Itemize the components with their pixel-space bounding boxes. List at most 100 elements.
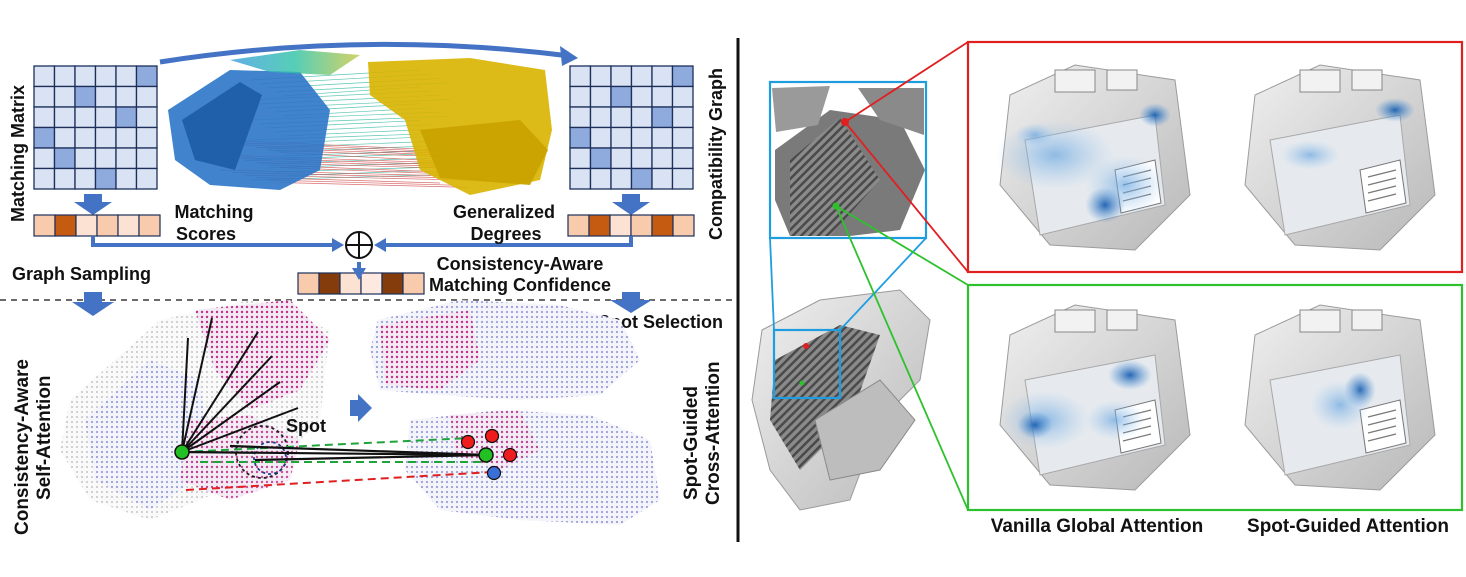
matrix-cell (135, 126, 158, 149)
scene-red-marker (803, 343, 809, 349)
matrix-cell (630, 147, 653, 170)
spot-selection-label: Spot Selection (598, 312, 723, 332)
cross-line-green-1 (181, 437, 471, 453)
matrix-cell (94, 167, 117, 190)
target-negative-point (486, 465, 502, 481)
self-attention-lines (181, 317, 299, 453)
red-pointer-line-1 (844, 41, 969, 123)
room-monitor (1106, 309, 1138, 331)
matrix-cell (569, 147, 592, 170)
matrix-cell (135, 85, 158, 108)
matrix-cell (115, 106, 138, 129)
bar-cell (75, 214, 98, 237)
room-render (999, 304, 1191, 491)
self-attention-edge (181, 407, 299, 453)
matrix-cell (630, 65, 653, 88)
matrix-cell (589, 85, 612, 108)
matrix-cell (589, 126, 612, 149)
cross-line-black-2 (229, 444, 489, 457)
matrix-cell (53, 147, 76, 170)
matrix-cell (589, 65, 612, 88)
generalized-degrees-label-1: Generalized (453, 202, 555, 222)
attention-heat (1375, 98, 1415, 122)
outlier-line (279, 182, 469, 188)
matrix-cell (135, 147, 158, 170)
matching-matrix-left (33, 65, 158, 190)
self-to-cross-arrow (350, 394, 372, 422)
matrix-cell (94, 126, 117, 149)
matrix-cell (569, 85, 592, 108)
bar-cell (402, 272, 425, 295)
correspondence-point-clouds (168, 50, 552, 195)
matrix-cell (569, 106, 592, 129)
paper-line (1367, 177, 1397, 186)
matrix-cell (630, 167, 653, 190)
attention-room-renders (995, 64, 1436, 491)
down-arrow-right (612, 194, 650, 215)
matrix-cell (589, 167, 612, 190)
fusion-arrow-left-head (332, 238, 344, 252)
room-monitor (1054, 69, 1096, 93)
target-anchor-point (478, 447, 494, 463)
self-attention-edge (181, 317, 213, 453)
matching-matrix-label: Matching Matrix (8, 85, 28, 222)
self-attention-edge (181, 337, 189, 453)
matrix-cell (94, 147, 117, 170)
matrix-cell (651, 85, 674, 108)
matrix-cell (33, 167, 56, 190)
target-spot-point-3 (502, 447, 518, 463)
bar-cell (567, 214, 590, 237)
generalized-degrees-bar (567, 214, 695, 237)
compatibility-graph-label: Compatibility Graph (706, 68, 726, 240)
paper-line (1367, 417, 1397, 426)
bar-cell (54, 214, 77, 237)
attention-heat (1085, 187, 1125, 223)
matrix-cell (94, 85, 117, 108)
bar-cell (588, 214, 611, 237)
attention-heat (1017, 411, 1053, 439)
graph-sampling-arrow (72, 292, 114, 316)
graph-sampling-label: Graph Sampling (12, 264, 151, 284)
room-paper (1359, 159, 1407, 214)
room-monitor (1351, 309, 1383, 331)
matrix-cell (630, 106, 653, 129)
matrix-cell (630, 85, 653, 108)
compatibility-matrix-right (569, 65, 694, 190)
target-spot-point-1 (460, 434, 476, 450)
bar-cell (360, 272, 383, 295)
green-pointer-line-2 (835, 205, 969, 511)
paper-line (1367, 433, 1397, 442)
matrix-cell (115, 65, 138, 88)
matrix-cell (651, 106, 674, 129)
matrix-cell (115, 85, 138, 108)
self-attention-edge (181, 355, 273, 453)
consistency-confidence-label-2: Matching Confidence (429, 275, 611, 295)
matrix-cell (94, 65, 117, 88)
matrix-cell (74, 126, 97, 149)
zoom-connector-1 (769, 237, 775, 331)
scene-green-marker (799, 380, 805, 386)
self-attention-label-2: Self-Attention (34, 375, 55, 500)
room-render (1244, 304, 1436, 491)
bar-cell (318, 272, 341, 295)
matrix-cell (610, 147, 633, 170)
matrix-cell (53, 106, 76, 129)
room-monitor (1299, 309, 1341, 333)
spot-selection-arrow (610, 292, 652, 313)
down-arrow-left (74, 194, 112, 215)
matrix-cell (671, 126, 694, 149)
matrix-cell (651, 147, 674, 170)
matrix-cell (115, 126, 138, 149)
matrix-cell (671, 106, 694, 129)
matrix-cell (33, 85, 56, 108)
matrix-cell (610, 85, 633, 108)
self-attention-edge (181, 331, 259, 453)
attention-heat (1139, 103, 1171, 127)
target-point-cloud-bottom (405, 410, 660, 525)
matching-scores-label-1: Matching (175, 202, 254, 222)
paper-line (1367, 193, 1397, 202)
scene-zoom-box-small (772, 328, 842, 400)
bar-cell (609, 214, 632, 237)
matrix-cell (53, 85, 76, 108)
